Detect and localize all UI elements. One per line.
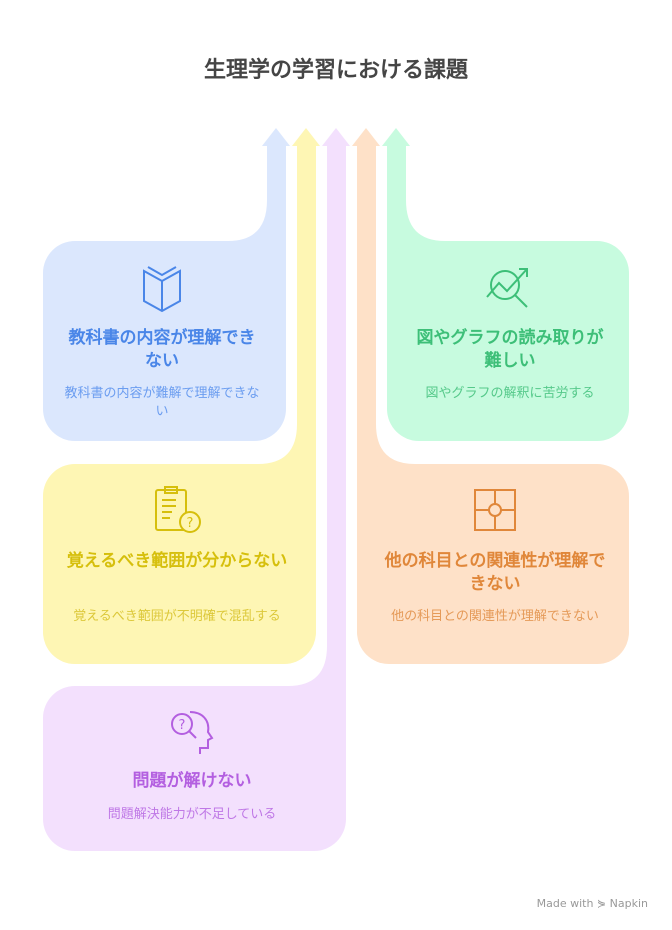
puzzle-icon	[474, 489, 516, 531]
page-title: 生理学の学習における課題	[203, 58, 468, 83]
card-heading: 問題が解けない	[132, 771, 252, 791]
napkin-watermark: Made with ⋟ Napkin	[536, 897, 648, 910]
arrow-purple	[43, 128, 350, 851]
svg-text:?: ?	[187, 516, 194, 531]
card-description: 問題解決能力が不足している	[107, 807, 277, 822]
card-graphs: 図やグラフの読み取りが難しい 図やグラフの解釈に苦労する	[391, 241, 629, 441]
chart-magnifier-icon	[486, 268, 528, 308]
card-description: 覚えるべき範囲が不明確で混乱する	[73, 609, 281, 624]
card-heading: 覚えるべき範囲が分からない	[66, 551, 288, 571]
card-heading: 他の科目との関連性が理解できない	[384, 551, 606, 594]
clipboard-question-icon: ?	[155, 486, 201, 533]
card-description: 教科書の内容が難解で理解できない	[64, 386, 260, 419]
open-book-icon	[143, 266, 181, 313]
card-heading: 教科書の内容が理解できない	[68, 328, 256, 371]
arrow-orange	[352, 128, 629, 664]
card-relations: 他の科目との関連性が理解できない 他の科目との関連性が理解できない	[361, 464, 629, 664]
arrow-yellow	[43, 128, 320, 664]
head-question-icon: ?	[171, 711, 214, 754]
svg-text:?: ?	[179, 718, 186, 733]
card-heading: 図やグラフの読み取りが難しい	[416, 328, 604, 371]
arrow-green	[382, 128, 629, 441]
card-description: 他の科目との関連性が理解できない	[391, 609, 599, 624]
card-problems: ? 問題が解けない 問題解決能力が不足している	[43, 686, 341, 851]
card-scope: ? 覚えるべき範囲が分からない 覚えるべき範囲が不明確で混乱する	[43, 464, 311, 664]
card-textbook: 教科書の内容が理解できない 教科書の内容が難解で理解できない	[43, 241, 281, 441]
arrow-blue	[43, 128, 290, 441]
card-description: 図やグラフの解釈に苦労する	[425, 386, 595, 401]
